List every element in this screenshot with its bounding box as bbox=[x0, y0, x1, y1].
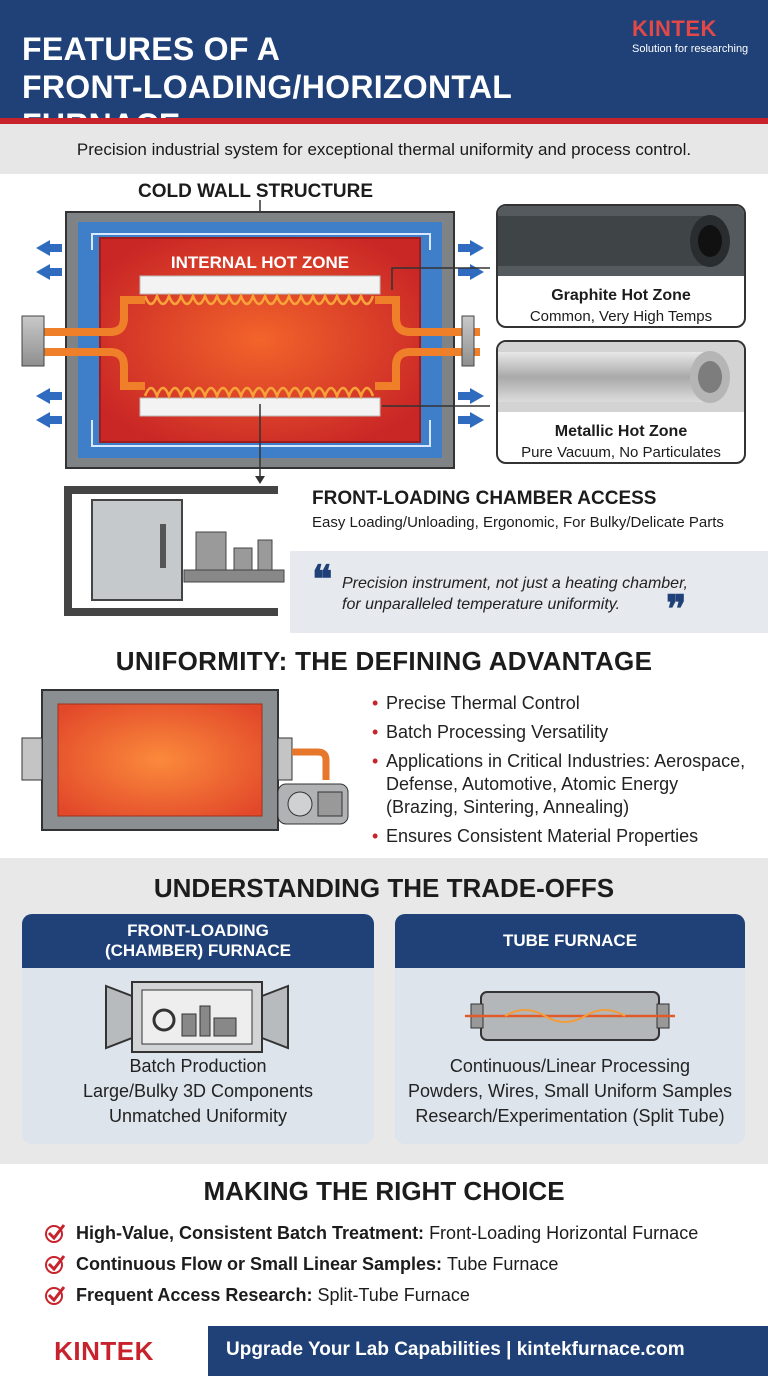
open-quote-icon: ❝ bbox=[312, 556, 333, 601]
header-logo-tagline: Solution for researching bbox=[632, 43, 749, 55]
check-circle-icon bbox=[45, 1224, 66, 1243]
metallic-subtitle: Pure Vacuum, No Particulates bbox=[521, 444, 721, 461]
graphite-title: Graphite Hot Zone bbox=[551, 287, 691, 304]
page-subtitle: Precision industrial system for exceptio… bbox=[76, 140, 692, 159]
choice-value: Front-Loading Horizontal Furnace bbox=[429, 1222, 699, 1243]
check-circle-icon bbox=[45, 1255, 66, 1274]
page-title: FEATURES OF A FRONT-LOADING/HORIZONTAL F… bbox=[22, 30, 622, 144]
subtitle-band bbox=[0, 124, 768, 174]
furnace-cross-section-diagram: INTERNAL HOT ZONE bbox=[21, 200, 490, 616]
front-loading-card-lines: Batch Production Large/Bulky 3D Componen… bbox=[22, 1054, 374, 1129]
graphite-hot-zone-card: Graphite Hot Zone Common, Very High Temp… bbox=[496, 204, 746, 328]
graphite-subtitle: Common, Very High Temps bbox=[529, 308, 713, 325]
tube-furnace-line: Powders, Wires, Small Uniform Samples bbox=[407, 1081, 733, 1101]
choice-label: Continuous Flow or Small Linear Samples: bbox=[76, 1253, 443, 1274]
front-loading-card-header-line-1: FRONT-LOADING bbox=[127, 921, 269, 940]
uniformity-title: UNIFORMITY: THE DEFINING ADVANTAGE bbox=[115, 646, 653, 676]
front-loading-subtitle: Easy Loading/Unloading, Ergonomic, For B… bbox=[312, 514, 724, 531]
choice-row: High-Value, Consistent Batch Treatment: … bbox=[44, 1219, 764, 1247]
header-banner bbox=[0, 0, 768, 118]
metal-tube-icon bbox=[498, 342, 744, 412]
tube-furnace-card: TUBE FURNACE Continuous/Linear Processin… bbox=[395, 914, 745, 1144]
choice-title: MAKING THE RIGHT CHOICE bbox=[203, 1176, 565, 1206]
chamber-furnace-icon bbox=[105, 981, 289, 1053]
tube-furnace-icon bbox=[465, 991, 675, 1041]
metallic-title: Metallic Hot Zone bbox=[554, 423, 688, 440]
footer-logo: KINTEK bbox=[0, 1326, 208, 1376]
choice-label: Frequent Access Research: bbox=[76, 1284, 313, 1305]
quote: Precision instrument, not just a heating… bbox=[342, 573, 742, 615]
front-loading-line: Batch Production bbox=[129, 1056, 267, 1076]
quote-band bbox=[290, 551, 768, 633]
list-item: Ensures Consistent Material Properties bbox=[372, 825, 752, 848]
tube-furnace-line: Continuous/Linear Processing bbox=[449, 1056, 691, 1076]
check-circle-icon bbox=[45, 1286, 66, 1305]
choice-value: Split-Tube Furnace bbox=[317, 1284, 470, 1305]
hot-zone-label: INTERNAL HOT ZONE bbox=[171, 253, 349, 272]
front-loading-line: Unmatched Uniformity bbox=[108, 1106, 288, 1126]
page-title-line-1: FEATURES OF A bbox=[22, 31, 281, 67]
close-quote-icon: ❞ bbox=[666, 586, 687, 631]
list-item: Precise Thermal Control bbox=[372, 692, 752, 715]
uniformity-list: Precise Thermal Control Batch Processing… bbox=[372, 692, 752, 854]
list-item: Applications in Critical Industries: Aer… bbox=[372, 750, 752, 819]
front-loading-line: Large/Bulky 3D Components bbox=[82, 1081, 314, 1101]
choice-row: Continuous Flow or Small Linear Samples:… bbox=[44, 1250, 764, 1278]
quote-line-1: Precision instrument, not just a heating… bbox=[342, 575, 688, 592]
footer-cta-link[interactable]: Upgrade Your Lab Capabilities | kintekfu… bbox=[226, 1339, 685, 1360]
front-loading-title: FRONT-LOADING CHAMBER ACCESS bbox=[312, 488, 657, 509]
choice-label: High-Value, Consistent Batch Treatment: bbox=[76, 1222, 425, 1243]
cold-wall-label: COLD WALL STRUCTURE bbox=[138, 181, 374, 202]
header-logo: KINTEK bbox=[632, 16, 717, 41]
metallic-hot-zone-card: Metallic Hot Zone Pure Vacuum, No Partic… bbox=[496, 340, 746, 464]
front-loading-card-header-line-2: (CHAMBER) FURNACE bbox=[104, 941, 292, 960]
choice-row: Frequent Access Research: Split-Tube Fur… bbox=[44, 1281, 764, 1309]
choice-value: Tube Furnace bbox=[447, 1253, 559, 1274]
front-loading-card: FRONT-LOADING (CHAMBER) FURNACE Batch Pr… bbox=[22, 914, 374, 1144]
tube-furnace-card-header: TUBE FURNACE bbox=[395, 914, 745, 968]
quote-line-2: for unparalleled temperature uniformity. bbox=[342, 596, 621, 613]
front-loading-card-header: FRONT-LOADING (CHAMBER) FURNACE bbox=[22, 914, 374, 968]
graphite-tube-icon bbox=[498, 206, 744, 276]
tradeoffs-title: UNDERSTANDING THE TRADE-OFFS bbox=[153, 873, 615, 903]
uniformity-furnace-illustration bbox=[21, 689, 349, 831]
list-item: Batch Processing Versatility bbox=[372, 721, 752, 744]
accent-strip bbox=[0, 118, 768, 124]
tube-furnace-card-lines: Continuous/Linear Processing Powders, Wi… bbox=[395, 1054, 745, 1129]
tube-furnace-line: Research/Experimentation (Split Tube) bbox=[415, 1106, 725, 1126]
